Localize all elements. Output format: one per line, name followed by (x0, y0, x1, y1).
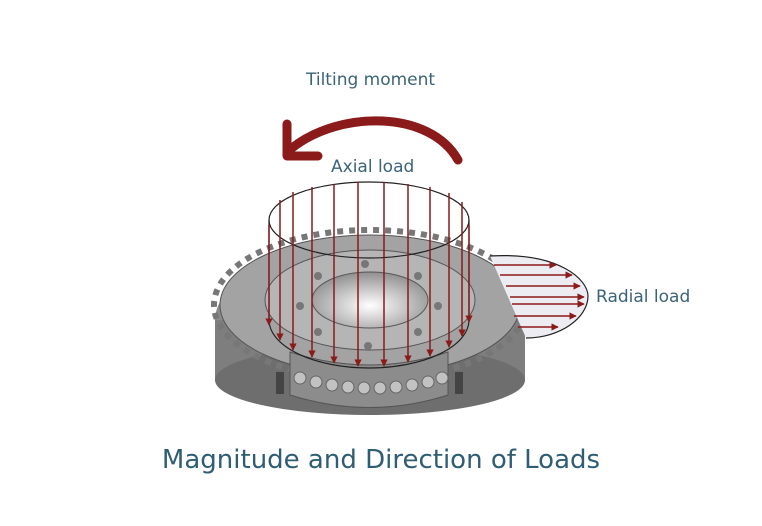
gear-ring (211, 227, 529, 415)
tilting-moment-arrow-icon (282, 116, 463, 165)
radial-load-arrows-icon (489, 255, 589, 339)
diagram-caption: Magnitude and Direction of Loads (161, 445, 601, 475)
axial-load-label: Axial load (331, 157, 415, 177)
tilting-moment-label: Tilting moment (306, 70, 436, 90)
axial-load-arrows-icon (265, 181, 473, 369)
radial-load-label: Radial load (596, 287, 691, 307)
